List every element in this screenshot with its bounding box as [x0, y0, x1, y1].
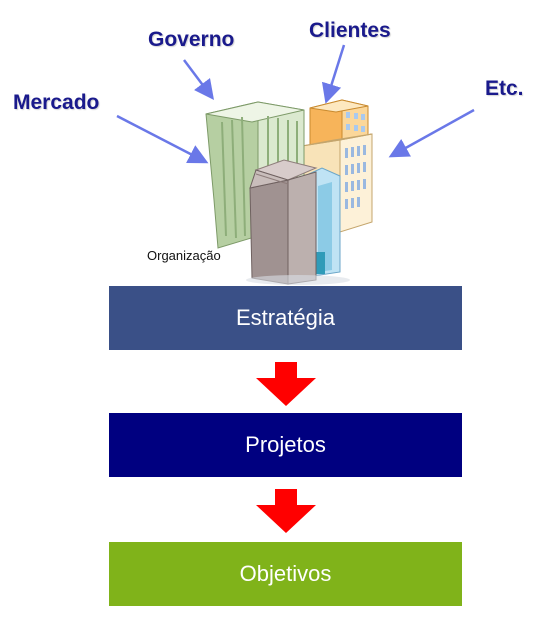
clientes-arrow [321, 44, 346, 104]
objetivos-label: Objetivos [239, 561, 332, 586]
building-orange [309, 99, 369, 149]
projetos-box: Projetos [109, 413, 462, 477]
mercado-label: Mercado [13, 91, 100, 114]
clientes-label: Clientes [309, 19, 391, 42]
organization-label: Organização [147, 248, 221, 263]
governo-arrow [183, 59, 214, 100]
etc-arrow [388, 108, 475, 158]
down-arrow-icon [256, 362, 316, 406]
building-mauve [249, 159, 318, 285]
down-arrow-icon [256, 489, 316, 533]
mercado-arrow [116, 114, 209, 164]
estrategia-label: Estratégia [235, 305, 336, 330]
buildings-shadow [246, 275, 350, 285]
estrategia-box: Estratégia [109, 286, 462, 350]
projetos-label: Projetos [245, 432, 326, 457]
etc-label: Etc. [485, 77, 524, 100]
objetivos-box: Objetivos [109, 542, 462, 606]
governo-label: Governo [148, 28, 235, 51]
